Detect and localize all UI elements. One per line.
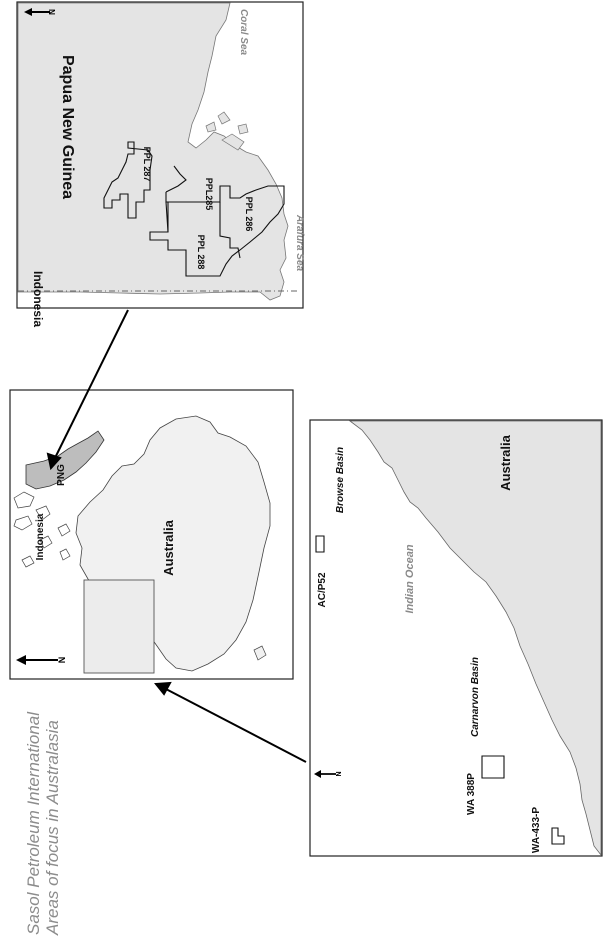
png-landmass — [25, 430, 105, 490]
png-callout-arrow — [53, 309, 129, 461]
overview-label-australia: Australia — [161, 519, 176, 575]
png-north-label: N — [48, 9, 57, 15]
wa-label-australia: Australia — [498, 434, 513, 490]
wa-detail-map: N Australia Indian Ocean Browse Basin Ca… — [309, 419, 603, 857]
wa-landmass — [348, 420, 602, 857]
block-label-ppl-286: PPL 286 — [244, 197, 254, 232]
wa-callout-arrowhead — [154, 681, 172, 696]
wa-label-browse-basin: Browse Basin — [335, 447, 346, 513]
wa-north-label: N — [336, 771, 343, 776]
figure-title-line1: Sasol Petroleum International — [24, 711, 43, 935]
block-label-ac-p52: AC/P52 — [317, 572, 328, 607]
wa-label-carnarvon-basin: Carnarvon Basin — [470, 657, 481, 737]
north-arrow-icon — [16, 655, 58, 665]
block-label-ppl285: PPL285 — [204, 178, 214, 211]
wa-callout-arrow — [163, 687, 307, 763]
png-callout-arrowhead — [46, 452, 62, 471]
png-label-country: Papua New Guinea — [59, 55, 76, 199]
wa-label-indian-ocean: Indian Ocean — [404, 544, 416, 613]
block-label-ppl-288: PPL 288 — [196, 235, 206, 270]
png-label-coral-sea: Coral Sea — [238, 9, 249, 56]
ppl-block-outlines — [103, 141, 285, 277]
wa-inset-box — [83, 579, 155, 674]
block-label-wa-388p: WA 388P — [466, 773, 477, 815]
callout-arrow-icon — [46, 309, 307, 763]
overview-label-indonesia: Indonesia — [35, 513, 46, 560]
png-inset-islands — [205, 111, 249, 151]
png-inset-map: N Papua New Guinea Indonesia Coral Sea A… — [16, 1, 305, 327]
block-label-wa-433-p: WA-433-P — [531, 807, 542, 853]
indonesia-islands — [13, 491, 71, 568]
overview-label-png: PNG — [56, 464, 67, 486]
tasmania-landmass — [253, 645, 267, 661]
figure-title-line2: Areas of focus in Australasia — [43, 720, 62, 936]
png-label-arafura-sea: Arafura Sea — [294, 214, 305, 272]
block-label-ppl-287: PPL 287 — [142, 147, 152, 182]
png-north-arrow-icon — [24, 8, 50, 16]
png-label-indonesia: Indonesia — [31, 271, 45, 327]
figure-title: Sasol Petroleum International Areas of f… — [24, 711, 62, 936]
overview-north-label: N — [57, 657, 67, 664]
overview-map: N Australia Indonesia PNG — [9, 389, 294, 680]
wa-north-arrow-icon — [314, 770, 336, 778]
wa-block-outlines — [315, 535, 565, 845]
